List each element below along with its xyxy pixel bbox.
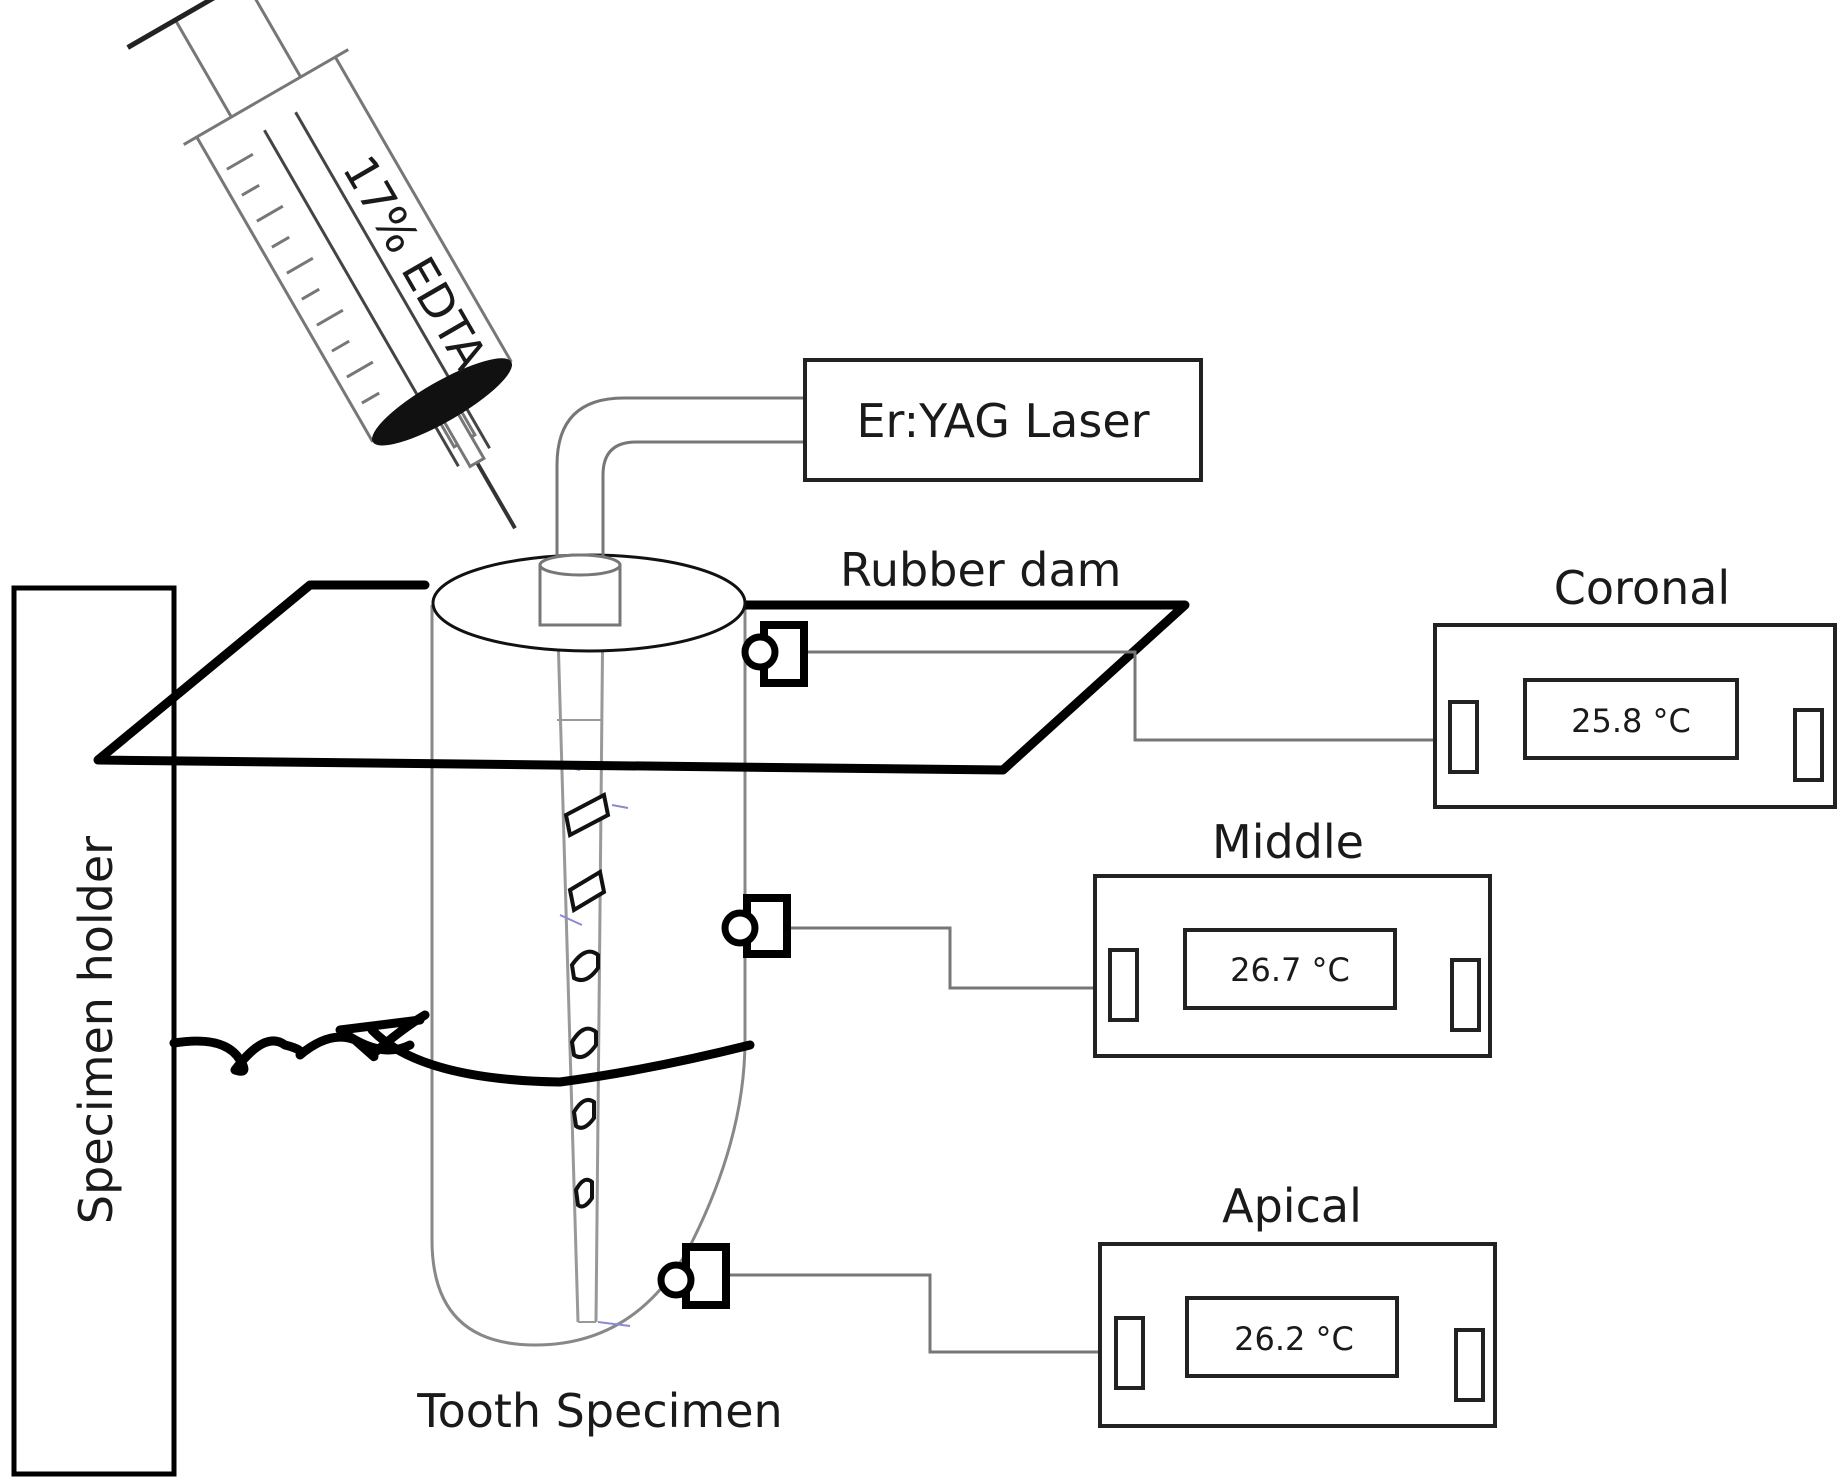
thermometer-apical: Apical 26.2 °C [1098,1179,1497,1428]
specimen-holder: Specimen holder [11,585,177,1477]
thermocouple-apical [657,1243,1115,1354]
thermocouple-coronal [741,621,1450,742]
rubber-dam [93,580,1190,775]
thermometer-apical-name: Apical [1222,1179,1362,1233]
thermometer-middle-name: Middle [1212,815,1364,869]
binding-wire [169,1010,755,1087]
rubber-dam-label: Rubber dam [840,543,1121,597]
thermometer-coronal-name: Coronal [1554,561,1730,615]
thermometer-coronal-reading: 25.8 °C [1571,702,1691,740]
thermometer-middle-reading: 26.7 °C [1230,951,1350,989]
laser-fiber [538,396,805,627]
laser-label: Er:YAG Laser [856,394,1149,448]
specimen-holder-label: Specimen holder [69,836,123,1224]
thermometer-coronal: Coronal 25.8 °C [1433,561,1837,809]
thermometer-middle: Middle 26.7 °C [1093,815,1492,1058]
thermocouple-middle [721,894,1110,990]
thermometer-apical-reading: 26.2 °C [1234,1320,1354,1358]
syringe-label: 17% EDTA [332,147,498,380]
edta-syringe: 17% EDTA [126,0,517,530]
tooth-specimen-label: Tooth Specimen [416,1384,782,1438]
tooth-specimen [430,599,747,1347]
laser-box [803,358,1203,482]
